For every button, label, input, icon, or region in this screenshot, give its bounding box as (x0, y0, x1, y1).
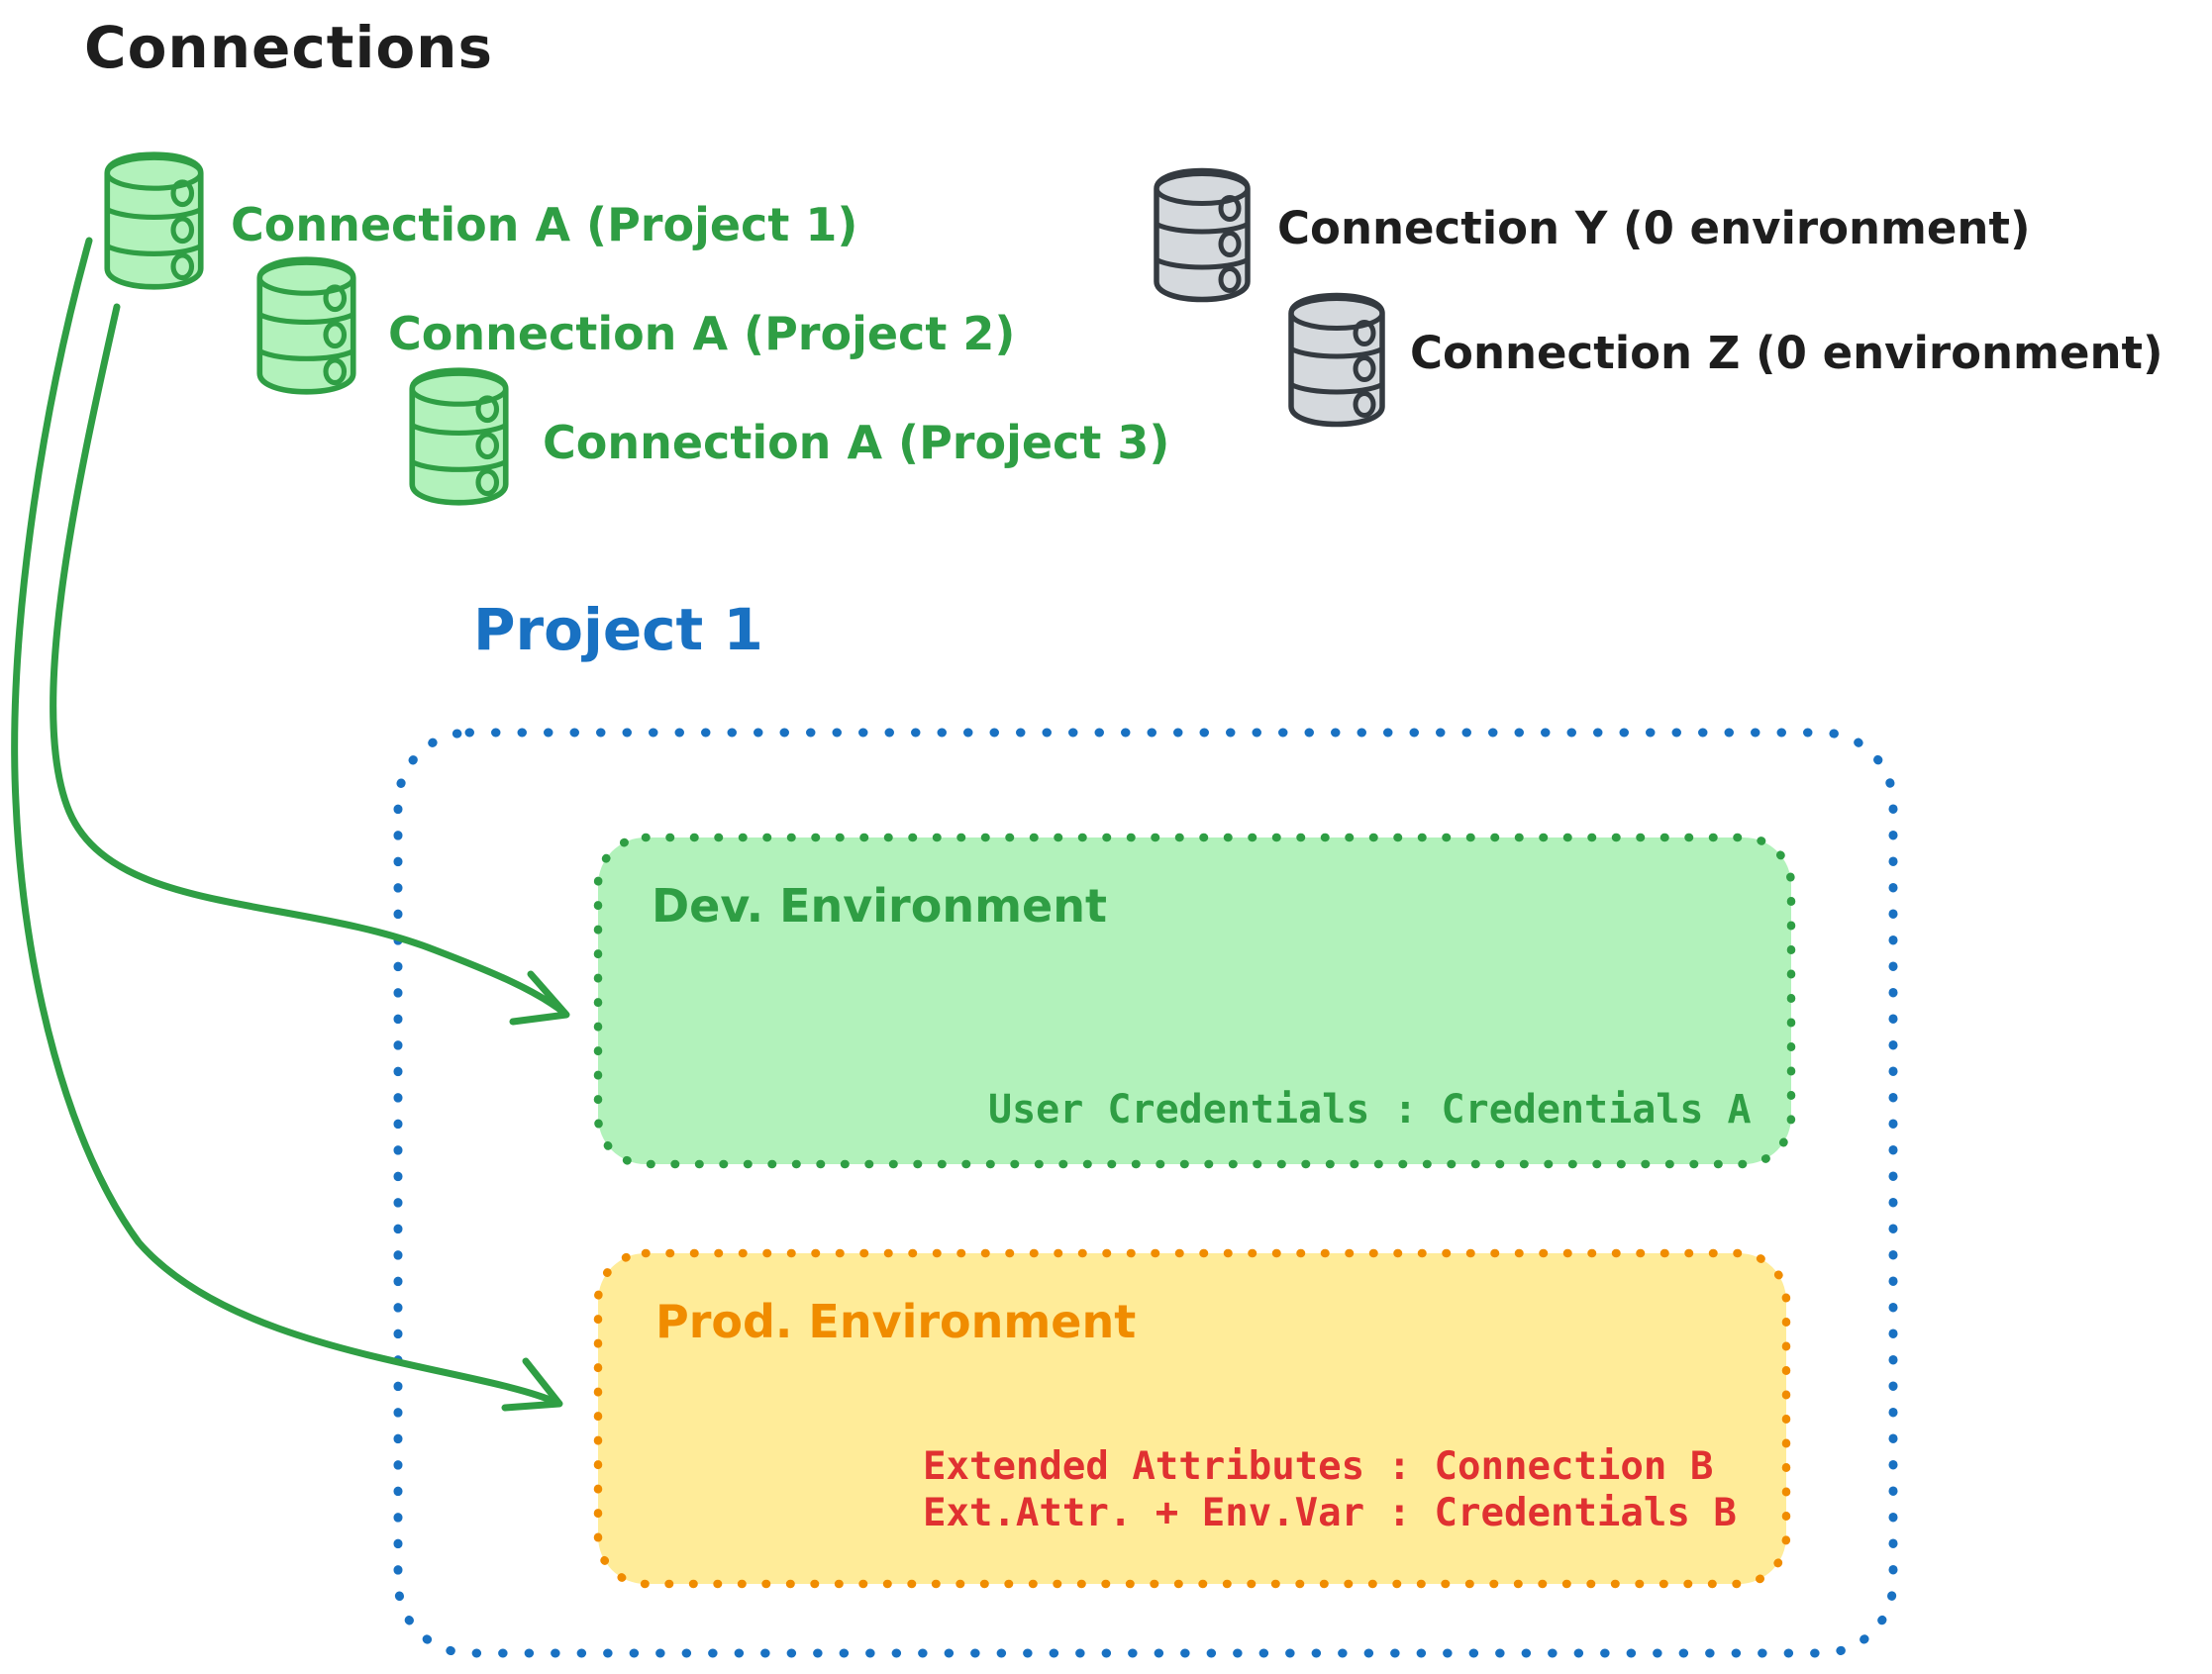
prod-environment-title: Prod. Environment (655, 1295, 1137, 1348)
database-icon (1154, 167, 1251, 303)
database-icon (409, 367, 509, 506)
arrowhead-dev-icon (509, 970, 570, 1026)
page-title: Connections (84, 14, 493, 81)
database-icon (1288, 292, 1385, 428)
prod-credentials-line: Ext.Attr. + Env.Var : Credentials B (923, 1491, 1737, 1535)
prod-attributes-line: Extended Attributes : Connection B (923, 1444, 1714, 1489)
dev-credentials-line: User Credentials : Credentials A (988, 1087, 1752, 1132)
connection-a-project-3-label: Connection A (Project 3) (543, 416, 1170, 469)
connection-z-label: Connection Z (0 environment) (1410, 327, 2163, 379)
connection-a-project-1-label: Connection A (Project 1) (231, 198, 858, 251)
dev-environment-title: Dev. Environment (652, 879, 1107, 933)
arrowhead-prod-icon (501, 1357, 563, 1412)
database-icon (256, 256, 356, 395)
project-1-title: Project 1 (473, 596, 763, 663)
connection-y-label: Connection Y (0 environment) (1277, 202, 2031, 254)
connection-a-project-2-label: Connection A (Project 2) (388, 307, 1016, 360)
database-icon (104, 151, 204, 290)
